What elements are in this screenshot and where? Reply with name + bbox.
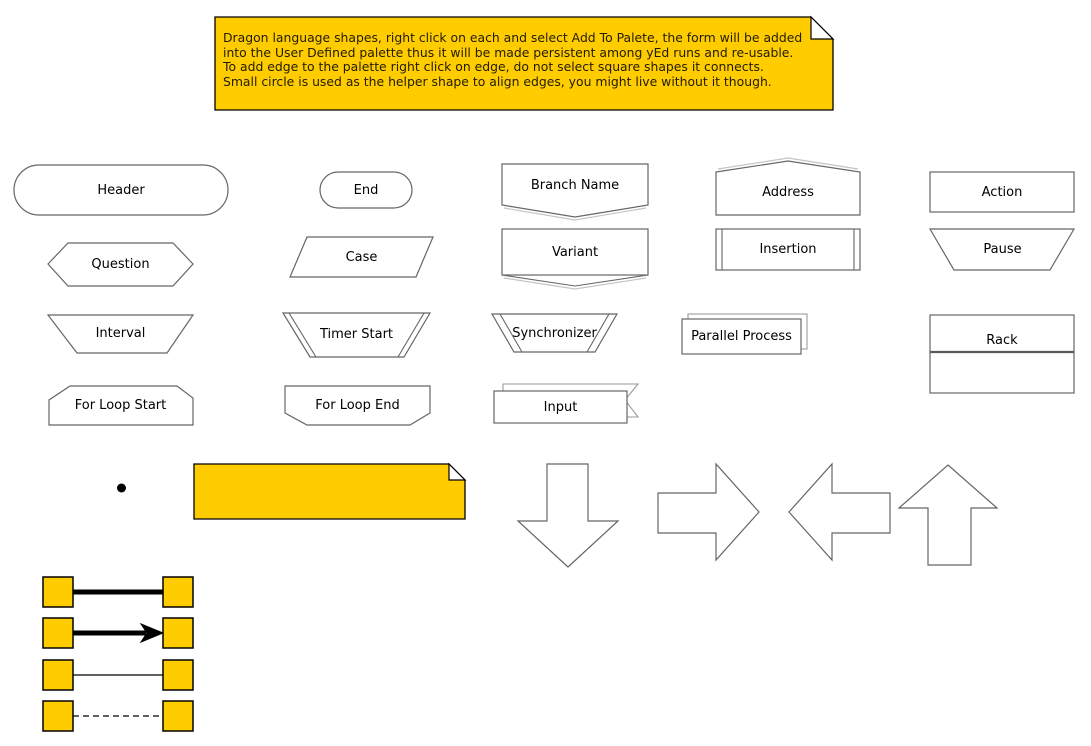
note-line: To add edge to the palette right click o…	[223, 59, 764, 75]
address-shape[interactable]	[715, 160, 861, 216]
variant-chevron	[501, 274, 649, 287]
header-shape[interactable]	[13, 164, 229, 216]
helper-dot-shape[interactable]	[117, 483, 126, 493]
end-shape[interactable]	[319, 171, 413, 209]
note-fold-corner-icon	[810, 15, 835, 40]
arrow-right-shape[interactable]	[657, 462, 760, 562]
edge-arrowhead-icon	[139, 622, 165, 644]
input-shape[interactable]	[493, 390, 628, 424]
variant-shape[interactable]	[501, 228, 649, 276]
edge1-right-square[interactable]	[162, 576, 194, 608]
edge3-right-square[interactable]	[162, 659, 194, 691]
edge4-left-square[interactable]	[42, 700, 74, 732]
variant-shadow	[503, 277, 647, 290]
action-shape[interactable]	[929, 171, 1075, 213]
synchronizer-inner-right-line	[586, 313, 610, 353]
synchronizer-shape[interactable]	[490, 313, 619, 353]
branch-name-shadow	[503, 207, 647, 221]
empty-note-shape[interactable]	[193, 463, 466, 520]
synchronizer-inner-left-line	[499, 313, 523, 353]
edge2-right-square[interactable]	[162, 617, 194, 649]
edge2-left-square[interactable]	[42, 617, 74, 649]
note-text: Dragon language shapes, right click on e…	[223, 30, 823, 90]
arrow-left-shape[interactable]	[788, 462, 891, 562]
empty-note-fold-corner-icon	[448, 462, 467, 481]
timer-start-inner-left-line	[288, 312, 317, 358]
address-shadow	[717, 157, 859, 170]
insertion-shape[interactable]	[715, 228, 861, 271]
note-line: Small circle is used as the helper shape…	[223, 74, 772, 90]
question-shape[interactable]	[47, 242, 194, 287]
for-loop-start-shape[interactable]	[48, 385, 194, 426]
note-line: into the User Defined palette thus it wi…	[223, 44, 794, 60]
interval-shape[interactable]	[46, 314, 195, 354]
parallel-process-shape[interactable]	[681, 318, 802, 355]
arrow-up-shape[interactable]	[897, 464, 999, 566]
branch-name-shape[interactable]	[501, 163, 649, 218]
edge4-right-square[interactable]	[162, 700, 194, 732]
edge1-left-square[interactable]	[42, 576, 74, 608]
case-shape[interactable]	[289, 236, 434, 278]
rack-shape[interactable]	[929, 314, 1075, 394]
timer-start-inner-right-line	[397, 312, 425, 358]
note-line: Dragon language shapes, right click on e…	[223, 30, 803, 45]
pause-shape[interactable]	[928, 228, 1076, 271]
edge3-left-square[interactable]	[42, 659, 74, 691]
for-loop-end-shape[interactable]	[284, 385, 431, 426]
timer-start-shape[interactable]	[281, 312, 432, 358]
note-shape[interactable]	[214, 16, 834, 111]
arrow-down-shape[interactable]	[516, 463, 620, 568]
